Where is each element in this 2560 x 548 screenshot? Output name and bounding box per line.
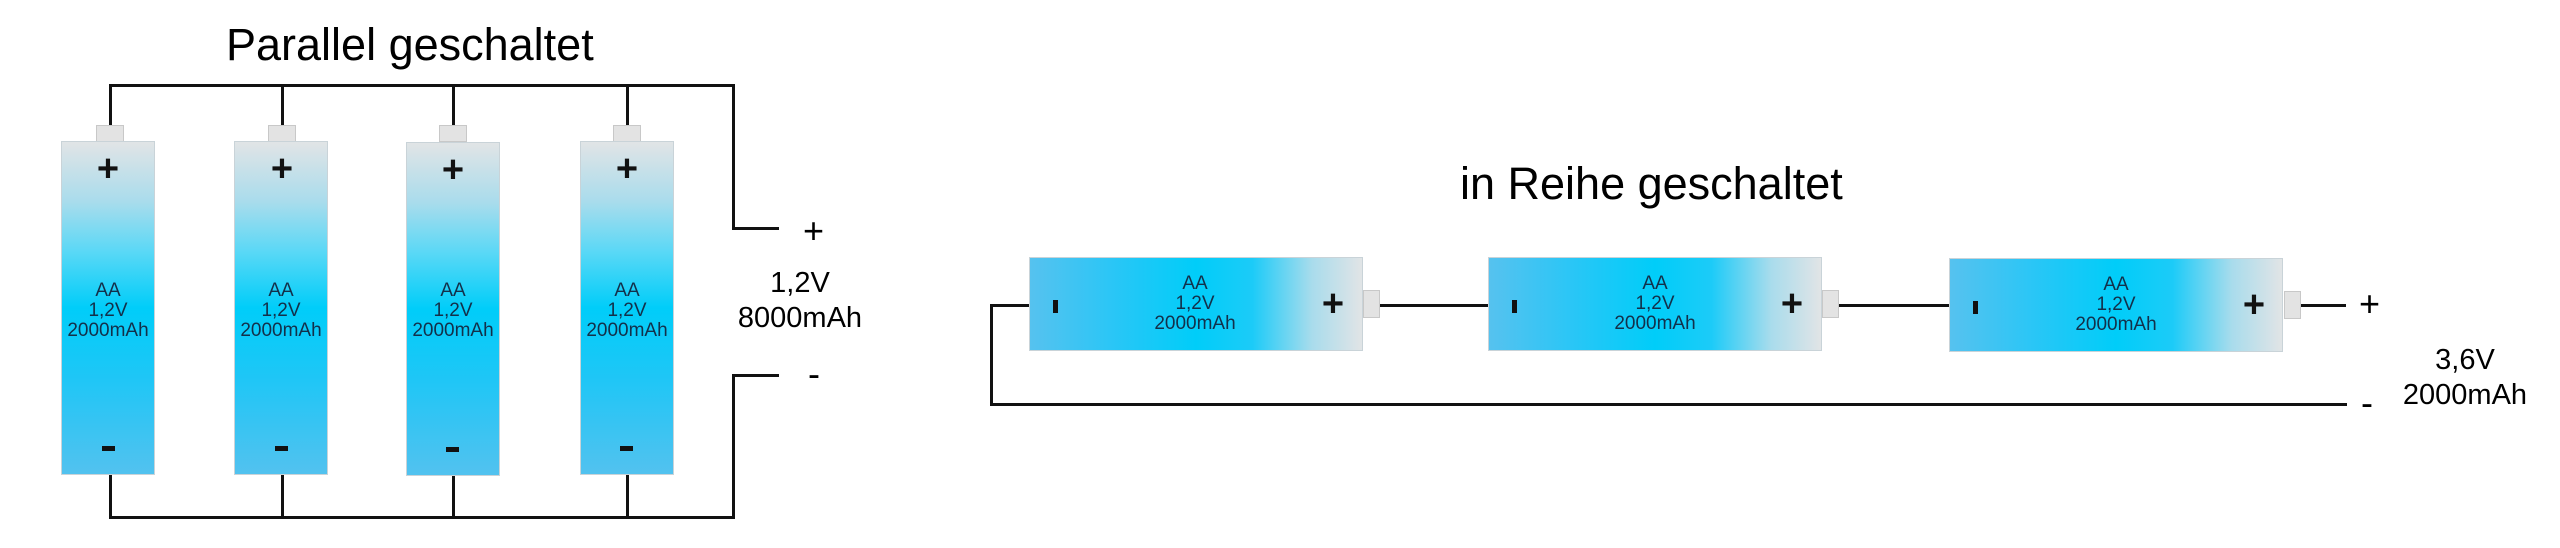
battery-minus-sign [620, 446, 633, 451]
battery-voltage: 1,2V [1175, 293, 1215, 314]
battery-cap [268, 125, 296, 142]
battery-body [61, 141, 155, 475]
battery-type: AA [1642, 273, 1668, 294]
battery-minus-sign [275, 446, 288, 451]
battery-plus-wire [281, 84, 284, 126]
series-return-bottom [990, 403, 2347, 406]
battery-label: AA 1,2V 2000mAh [406, 281, 500, 341]
battery-voltage: 1,2V [607, 300, 647, 321]
battery-plus-sign: + [2242, 284, 2266, 326]
battery-type: AA [440, 280, 466, 301]
battery-label: AA 1,2V 2000mAh [1590, 274, 1720, 334]
battery-minus-wire [452, 476, 455, 518]
battery-label: AA 1,2V 2000mAh [1130, 274, 1260, 334]
parallel-terminal-plus: + [803, 210, 825, 251]
battery-cap [2284, 291, 2301, 319]
parallel-right-lower-wire [732, 374, 735, 519]
parallel-title: Parallel geschaltet [226, 19, 594, 70]
parallel-terminal-minus: - [808, 353, 820, 394]
battery-minus-sign [102, 446, 115, 451]
battery-minus-wire [281, 475, 284, 518]
parallel-bottom-bus [109, 516, 735, 519]
battery-capacity: 2000mAh [240, 320, 322, 341]
battery-cap [96, 125, 124, 142]
battery-voltage: 1,2V [2096, 294, 2136, 315]
battery-type: AA [95, 280, 121, 301]
battery-cap [1363, 290, 1380, 318]
series-terminal-plus: + [2359, 283, 2381, 324]
series-link-wire [1839, 304, 1949, 307]
battery-capacity: 2000mAh [1154, 313, 1236, 334]
battery-type: AA [614, 280, 640, 301]
battery-plus-sign: + [96, 148, 120, 190]
series-total-capacity: 2000mAh [2402, 379, 2528, 411]
battery-cap [439, 125, 467, 142]
battery-capacity: 2000mAh [2075, 314, 2157, 335]
battery-plus-sign: + [615, 148, 639, 190]
battery-label: AA 1,2V 2000mAh [580, 281, 674, 341]
parallel-total-label: 1,2V 8000mAh [735, 266, 865, 336]
battery-body [1949, 258, 2283, 352]
battery-label: AA 1,2V 2000mAh [61, 281, 155, 341]
battery-minus-sign [1053, 300, 1058, 313]
parallel-top-bus [109, 84, 735, 87]
battery-minus-sign [1973, 301, 1978, 314]
battery-body [1488, 257, 1822, 351]
parallel-right-upper-wire [732, 84, 735, 230]
series-link-wire [1380, 304, 1488, 307]
battery-type: AA [1182, 273, 1208, 294]
parallel-plus-lead [732, 227, 779, 230]
battery-voltage: 1,2V [88, 300, 128, 321]
battery-voltage: 1,2V [433, 300, 473, 321]
battery-capacity: 2000mAh [67, 320, 149, 341]
battery-body [580, 141, 674, 475]
battery-voltage: 1,2V [1635, 293, 1675, 314]
battery-plus-sign: + [1780, 283, 1804, 325]
battery-body [406, 142, 500, 476]
battery-minus-sign [1512, 300, 1517, 313]
battery-plus-wire [452, 84, 455, 126]
series-terminal-minus: - [2361, 382, 2373, 423]
battery-minus-sign [446, 447, 459, 452]
battery-body [1029, 257, 1363, 351]
series-total-voltage: 3,6V [2435, 344, 2495, 376]
battery-plus-sign: + [270, 148, 294, 190]
battery-label: AA 1,2V 2000mAh [2051, 275, 2181, 335]
series-plus-lead [2301, 304, 2346, 307]
series-return-lead [990, 304, 1030, 307]
battery-plus-wire [109, 84, 112, 126]
battery-type: AA [268, 280, 294, 301]
battery-minus-wire [626, 475, 629, 518]
battery-cap [1822, 290, 1839, 318]
series-return-vertical [990, 304, 993, 406]
battery-plus-sign: + [441, 149, 465, 191]
battery-plus-wire [626, 84, 629, 126]
battery-capacity: 2000mAh [586, 320, 668, 341]
battery-minus-wire [109, 475, 112, 518]
series-total-label: 3,6V 2000mAh [2395, 343, 2535, 413]
battery-body [234, 141, 328, 475]
battery-voltage: 1,2V [261, 300, 301, 321]
parallel-total-voltage: 1,2V [770, 267, 830, 299]
parallel-total-capacity: 8000mAh [737, 302, 863, 334]
battery-cap [613, 125, 641, 142]
parallel-minus-lead [732, 374, 779, 377]
battery-capacity: 2000mAh [412, 320, 494, 341]
battery-label: AA 1,2V 2000mAh [234, 281, 328, 341]
battery-plus-sign: + [1321, 283, 1345, 325]
series-title: in Reihe geschaltet [1460, 158, 1843, 209]
battery-capacity: 2000mAh [1614, 313, 1696, 334]
battery-type: AA [2103, 274, 2129, 295]
